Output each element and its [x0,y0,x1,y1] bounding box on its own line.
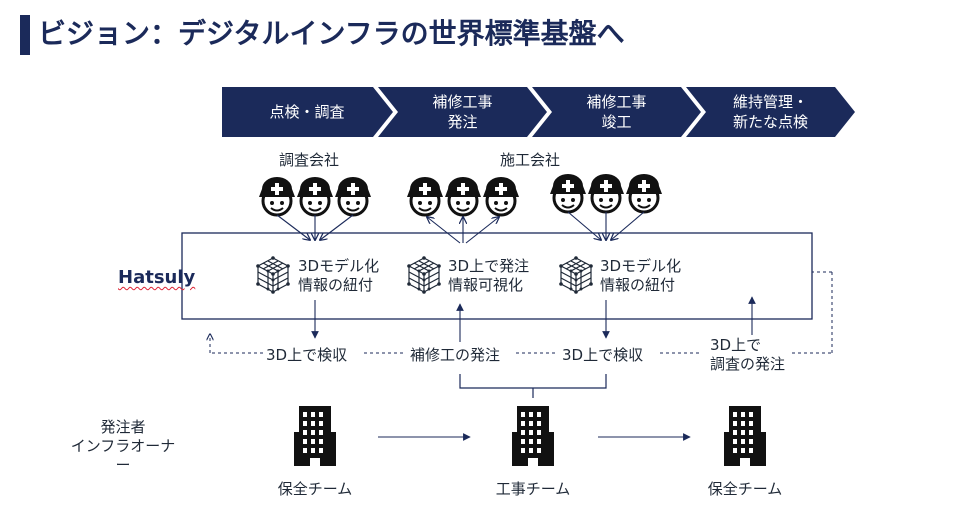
helmet-icon [257,175,297,217]
helmet-icon [295,175,335,217]
stage-label: 補修工事 発注 [432,93,493,131]
building-icon [724,406,766,466]
stage-chevron [378,87,547,137]
inspect-label-right: 3D上で検収 [562,346,644,364]
helmet-icon [443,175,483,217]
stage-chevrons [222,87,855,137]
3d-model-icon [558,255,594,295]
3d-model-icon [406,255,442,295]
helmet-icon [624,172,664,214]
building-icon [512,406,554,466]
construction-worker-icons-a [405,175,521,217]
team-label: 保全チーム [707,480,783,498]
platform-name: Hatsuly [118,267,196,288]
building-icon [294,406,336,466]
platform-box [181,232,813,320]
helmet-icon [333,175,373,217]
3d-model-icon [255,255,291,295]
page-title: ビジョン：デジタルインフラの世界標準基盤へ [38,17,625,50]
helmet-icon [548,172,588,214]
team-label: 保全チーム [277,480,353,498]
stage-label: 維持管理・ 新たな点検 [732,93,808,131]
construction-company-label: 施工会社 [500,151,561,169]
inspect-label-left: 3D上で検収 [266,346,348,364]
info-order-center: 3D上で発注 情報可視化 [448,257,530,294]
stage-label: 点検・調査 [269,103,345,121]
stage-label: 補修工事 竣工 [586,93,647,131]
info-model-right: 3Dモデル化 情報の紐付 [600,257,682,294]
construction-worker-icons-b [548,172,664,214]
helmet-arrows [276,211,645,244]
info-model-left: 3Dモデル化 情報の紐付 [298,257,380,294]
platform-action-arrows [311,296,756,342]
repair-order-label: 補修工の発注 [410,346,501,364]
team-label: 工事チーム [495,480,571,498]
helmet-icon [586,172,626,214]
stage-chevron [532,87,701,137]
survey-order-label: 3D上で 調査の発注 [710,336,786,373]
owner-label: 発注者 インフラオーナー [70,418,176,474]
feedback-loop [210,271,833,354]
stage-chevron [686,87,855,137]
helmet-icon [481,175,521,217]
helmet-icon [405,175,445,217]
survey-company-label: 調査会社 [279,151,340,169]
title-accent-bar [20,15,30,55]
stage-chevron [222,87,393,137]
survey-worker-icons [257,175,373,217]
team-bracket [459,374,607,398]
